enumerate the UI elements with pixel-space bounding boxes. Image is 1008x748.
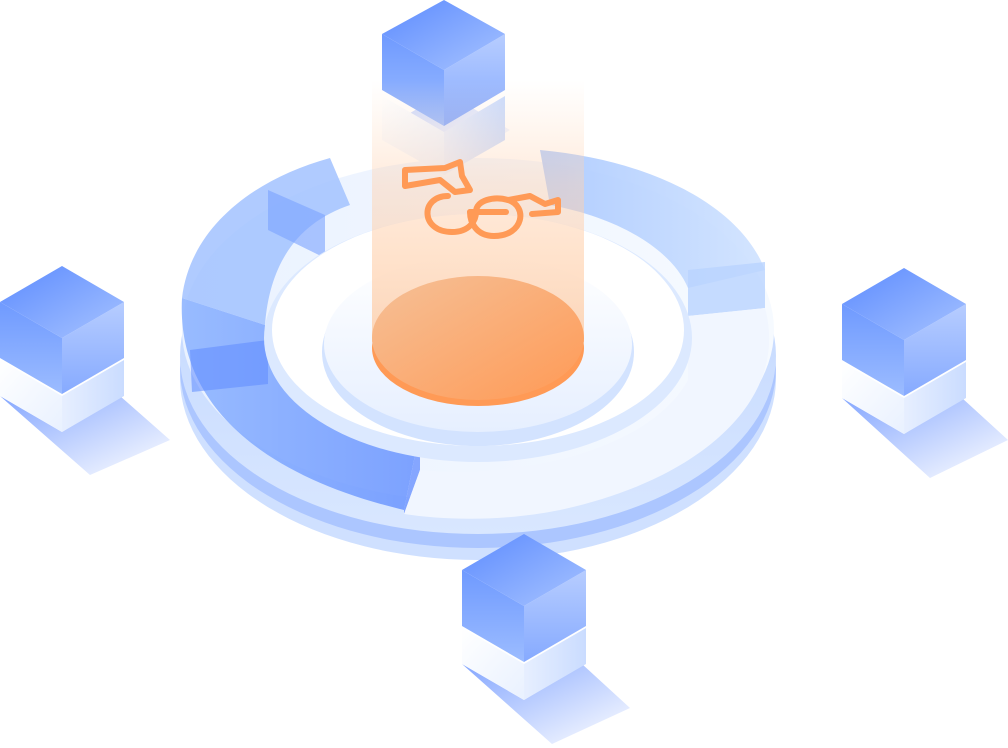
cube-right bbox=[842, 268, 1008, 478]
cube-left bbox=[0, 266, 170, 475]
winged-knot-logo-icon bbox=[402, 159, 561, 239]
ring-segment-pale bbox=[404, 308, 770, 519]
light-beam bbox=[372, 80, 584, 406]
cube-bottom bbox=[462, 534, 630, 744]
ring-segment-upper-right bbox=[540, 150, 765, 288]
ring-segment-upper-left bbox=[182, 158, 350, 325]
orange-disc bbox=[372, 276, 584, 400]
